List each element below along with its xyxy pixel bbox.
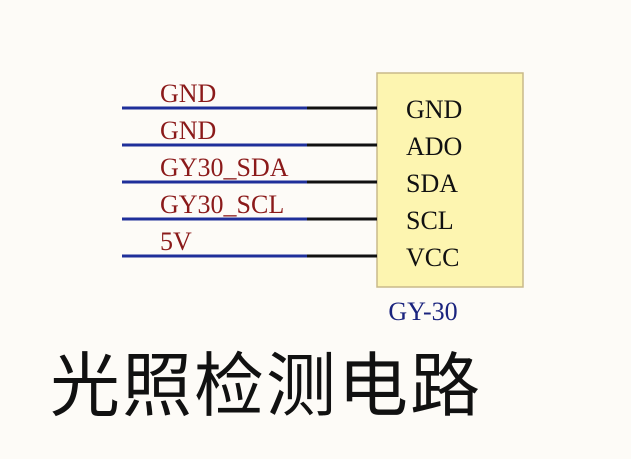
- pin-label-scl: SCL: [406, 206, 454, 235]
- component-designator: GY-30: [388, 297, 457, 326]
- component-body: [376, 72, 524, 288]
- net-label-5: 5V: [160, 227, 192, 256]
- net-label-4: GY30_SCL: [160, 190, 284, 219]
- pin-label-gnd: GND: [406, 95, 462, 124]
- schematic-diagram: GND GND GY30_SDA GY30_SCL 5V GND ADO SDA SCL VCC…: [122, 72, 524, 326]
- pin-label-vcc: VCC: [406, 243, 459, 272]
- pin-label-ado: ADO: [406, 132, 462, 161]
- net-label-2: GND: [160, 116, 216, 145]
- net-label-1: GND: [160, 79, 216, 108]
- net-label-3: GY30_SDA: [160, 153, 289, 182]
- pin-label-sda: SDA: [406, 169, 458, 198]
- diagram-caption: 光照检测电路: [50, 345, 482, 427]
